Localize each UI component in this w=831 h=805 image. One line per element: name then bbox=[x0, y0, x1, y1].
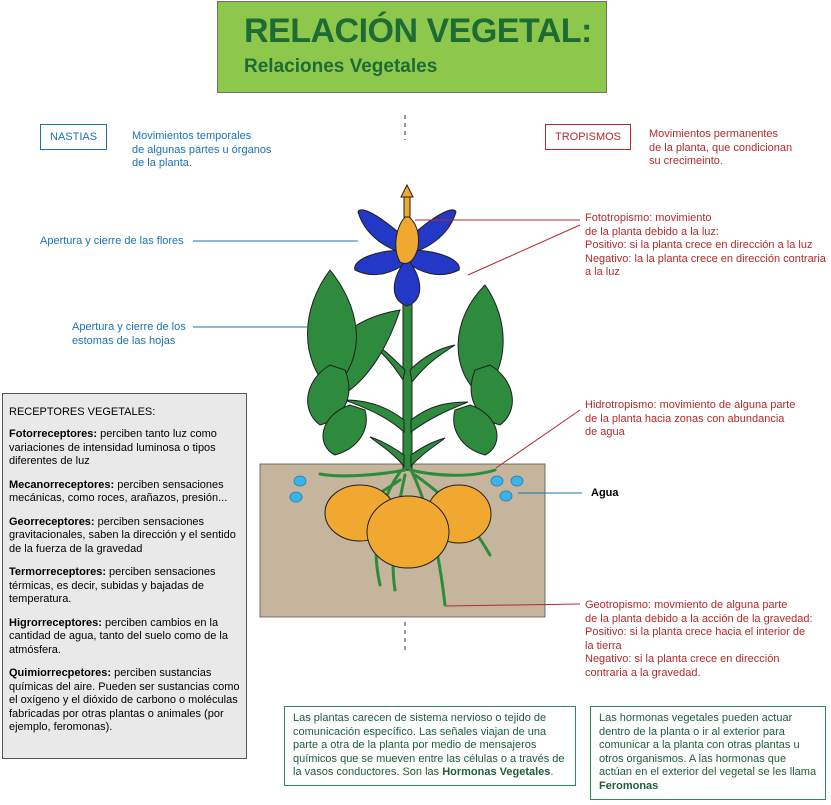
plant-flower bbox=[354, 183, 460, 307]
tropismos-desc-line: de la planta, que condicionan bbox=[649, 141, 793, 154]
geotropismo-line: Negativo: si la planta crece en direcció… bbox=[585, 653, 780, 665]
geotropismo-line: la tierra bbox=[585, 639, 622, 652]
hidrotropismo-line: Hidrotropismo: movimiento de alguna part… bbox=[585, 399, 796, 411]
geotropismo-line: Positivo: si la planta crece hacia el in… bbox=[585, 626, 806, 638]
nastia-estomas-line: estomas de las hojas bbox=[72, 334, 176, 347]
agua-label: Agua bbox=[591, 487, 619, 499]
receptor-term: Higrorreceptores: bbox=[9, 616, 102, 629]
receptor-term: Georreceptores: bbox=[9, 515, 95, 528]
receptor-term: Fotorreceptores: bbox=[9, 428, 98, 440]
receptor-term: Termorreceptores: bbox=[9, 566, 106, 578]
water-drop bbox=[289, 491, 303, 503]
leaf bbox=[322, 404, 367, 456]
hidrotropismo-line: de agua bbox=[585, 426, 625, 438]
nastia-flores-label: Apertura y cierre de las flores bbox=[40, 235, 184, 247]
geotropismo-line: Geotropismo: movmiento de alguna parte bbox=[585, 599, 788, 611]
leader-line-geotropismo bbox=[445, 603, 581, 607]
fototropismo-line: Positivo: si la planta crece en direcció… bbox=[585, 239, 813, 251]
nastias-description: Movimientos temporales de algunas partes… bbox=[132, 130, 271, 171]
hidrotropismo-text: Hidrotropismo: movimiento de alguna part… bbox=[585, 399, 795, 440]
receptor-item: Mecanorreceptores: perciben sensaciones … bbox=[9, 479, 240, 506]
title-box: RELACIÓN VEGETAL: Relaciones Vegetales bbox=[217, 1, 607, 93]
water-drop bbox=[499, 490, 513, 502]
geotropismo-line: contraria a la gravedad. bbox=[585, 666, 701, 679]
receptor-text: perciben sensaciones gravitacionales, sa… bbox=[9, 515, 236, 555]
receptor-term: Quimiorrecpetores: bbox=[9, 667, 112, 679]
receptores-panel: RECEPTORES VEGETALES: Fotorreceptores: p… bbox=[2, 393, 247, 759]
nastia-estomas-line: Apertura y cierre de los bbox=[72, 321, 186, 333]
leaf bbox=[453, 404, 498, 456]
receptor-term: Mecanorreceptores: bbox=[9, 478, 115, 491]
receptor-item: Higrorreceptores: perciben cambios en la… bbox=[9, 617, 240, 658]
fototropismo-line: Fototropismo: movimiento bbox=[585, 212, 712, 224]
water-drop bbox=[490, 475, 504, 487]
plant-stem bbox=[344, 299, 469, 471]
hormonas-text: Las plantas carecen de sistema nervioso … bbox=[293, 712, 565, 778]
fototropismo-line: de la planta debido a la luz: bbox=[585, 225, 719, 238]
nastias-desc-line: de algunas partes u órganos bbox=[132, 143, 272, 156]
hormonas-box: Las plantas carecen de sistema nervioso … bbox=[284, 706, 576, 786]
water-drops bbox=[289, 475, 524, 503]
potato bbox=[366, 495, 450, 569]
nastia-estomas-label: Apertura y cierre de los estomas de las … bbox=[72, 321, 186, 348]
tropismos-desc-line: Movimientos permanentes bbox=[649, 128, 779, 140]
receptores-title: RECEPTORES VEGETALES: bbox=[9, 406, 156, 418]
nastias-label: NASTIAS bbox=[40, 124, 108, 150]
hormonas-bold: Hormonas Vegetales bbox=[442, 766, 551, 778]
water-drop bbox=[293, 475, 307, 487]
feromonas-box: Las hormonas vegetales pueden actuar den… bbox=[590, 706, 826, 800]
feromonas-bold: Feromonas bbox=[599, 779, 659, 792]
geotropismo-text: Geotropismo: movmiento de alguna parte d… bbox=[585, 599, 813, 680]
receptor-text: perciben sustancias químicas del aire. P… bbox=[9, 667, 240, 733]
receptor-item: Quimiorrecpetores: perciben sustancias q… bbox=[9, 667, 240, 735]
hidrotropismo-line: de la planta hacia zonas con abundancia bbox=[585, 412, 785, 425]
nastias-desc-line: Movimientos temporales bbox=[132, 130, 252, 142]
tropismos-description: Movimientos permanentes de la planta, qu… bbox=[649, 128, 792, 169]
fototropismo-line: Negativo: la la planta crece en direcció… bbox=[585, 252, 826, 265]
receptor-text: perciben sensaciones térmicas, es decir,… bbox=[9, 566, 216, 605]
hormonas-end: . bbox=[550, 766, 554, 778]
tropismos-label: TROPISMOS bbox=[545, 124, 632, 150]
receptor-item: Georreceptores: perciben sensaciones gra… bbox=[9, 516, 240, 557]
geotropismo-line: de la planta debido a la acción de la gr… bbox=[585, 612, 813, 625]
receptor-item: Termorreceptores: perciben sensaciones t… bbox=[9, 566, 240, 607]
tropismos-desc-line: su crecimeinto. bbox=[649, 155, 723, 167]
page-subtitle: Relaciones Vegetales bbox=[244, 56, 438, 77]
receptor-text: perciben tanto luz como variaciones de i… bbox=[9, 428, 217, 467]
leader-line-hidrotropismo bbox=[495, 409, 581, 469]
water-drop bbox=[510, 475, 524, 487]
nastias-desc-line: de la planta. bbox=[132, 157, 192, 169]
fototropismo-line: a la luz bbox=[585, 266, 620, 278]
receptor-text: perciben cambios en la cantidad de agua,… bbox=[9, 616, 228, 656]
receptor-item: Fotorreceptores: perciben tanto luz como… bbox=[9, 428, 240, 469]
fototropismo-text: Fototropismo: movimiento de la planta de… bbox=[585, 212, 826, 280]
page-title: RELACIÓN VEGETAL: bbox=[244, 12, 592, 50]
plant-leaves bbox=[307, 269, 513, 456]
receptor-text: perciben sensaciones mecánicas, como roc… bbox=[9, 478, 228, 505]
leader-lines bbox=[193, 219, 582, 607]
potatoes bbox=[324, 484, 492, 569]
leader-line-fototropismo-2 bbox=[467, 224, 581, 276]
feromonas-text: Las hormonas vegetales pueden actuar den… bbox=[599, 712, 817, 778]
